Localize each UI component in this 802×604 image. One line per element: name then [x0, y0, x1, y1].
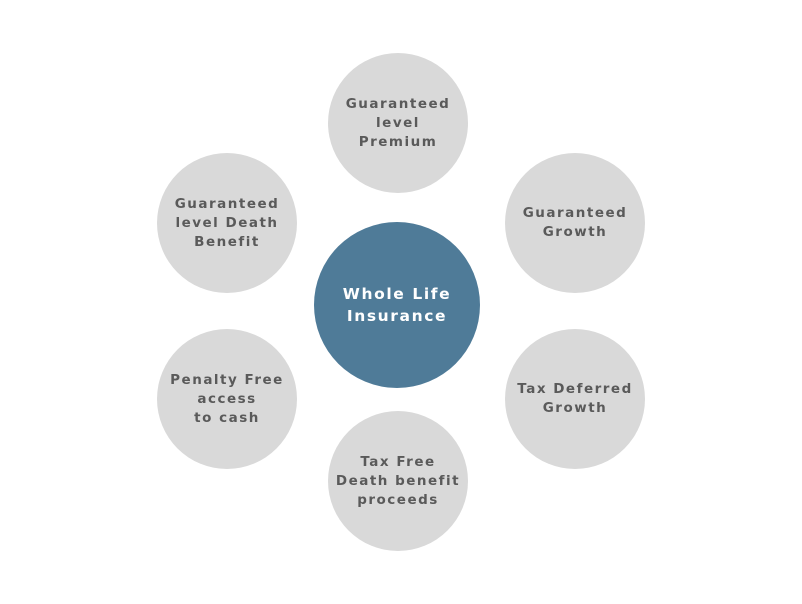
node-guaranteed-level-premium: Guaranteed level Premium [328, 53, 468, 193]
node-guaranteed-growth: Guaranteed Growth [505, 153, 645, 293]
node-label: Penalty Free access to cash [170, 371, 284, 426]
node-label: Tax Deferred Growth [517, 381, 633, 416]
node-tax-free-death-benefit: Tax Free Death benefit proceeds [328, 411, 468, 551]
node-penalty-free-access: Penalty Free access to cash [157, 329, 297, 469]
node-label: Guaranteed level Death Benefit [174, 195, 280, 250]
center-node-whole-life-insurance: Whole Life Insurance [314, 222, 480, 388]
node-label: Tax Free Death benefit proceeds [335, 453, 461, 508]
node-tax-deferred-growth: Tax Deferred Growth [505, 329, 645, 469]
node-guaranteed-level-death-benefit: Guaranteed level Death Benefit [157, 153, 297, 293]
center-label: Whole Life Insurance [342, 285, 452, 325]
node-label: Guaranteed level Premium [345, 95, 451, 150]
node-label: Guaranteed Growth [522, 205, 628, 240]
